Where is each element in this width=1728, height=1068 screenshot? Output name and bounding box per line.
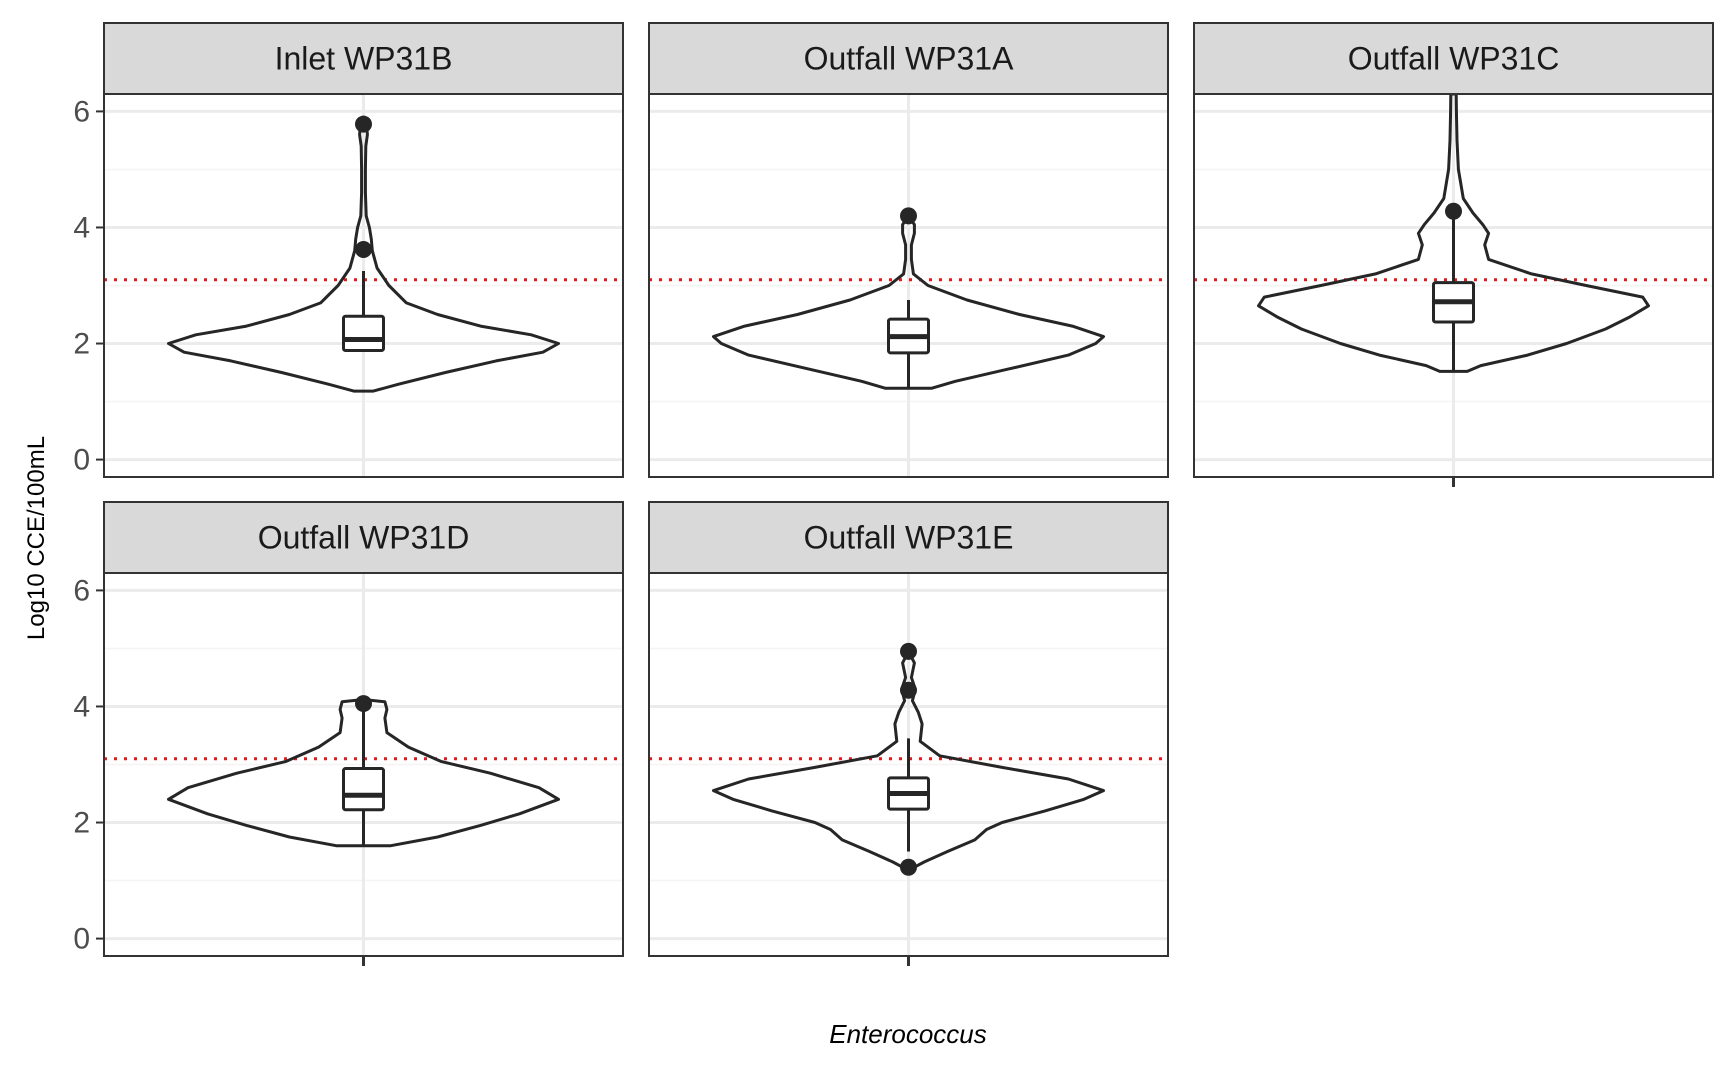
facet-panels: Inlet WP31B 0 2 4 6 Outfall WP31A Outfall WP31… xyxy=(73,22,1714,966)
facet-panel: Outfall WP31C xyxy=(1193,22,1714,487)
y-tick-label: 0 xyxy=(73,444,90,477)
y-tick-label: 0 xyxy=(73,923,90,956)
facet-strip xyxy=(103,22,624,95)
y-tick-label: 6 xyxy=(73,95,90,128)
y-tick-label: 2 xyxy=(73,328,90,361)
facet-panel: Inlet WP31B 0 2 4 6 xyxy=(73,22,624,478)
y-tick-label: 6 xyxy=(73,574,90,607)
facet-strip xyxy=(648,22,1169,95)
facet-label: Inlet WP31B xyxy=(275,41,453,77)
facet-panel: Outfall WP31E xyxy=(648,501,1169,966)
outlier-point xyxy=(1445,202,1462,220)
facet-panel: Outfall WP31A xyxy=(648,22,1169,478)
y-tick-label: 4 xyxy=(73,211,90,244)
iqr-box xyxy=(342,314,385,352)
outlier-point xyxy=(355,695,372,713)
facet-label: Outfall WP31E xyxy=(804,520,1014,556)
outlier-point xyxy=(355,115,372,133)
facet-strip xyxy=(1193,22,1714,95)
facet-label: Outfall WP31D xyxy=(258,520,470,556)
y-tick-label: 2 xyxy=(73,807,90,840)
violin-shape xyxy=(167,698,560,848)
x-axis-title: Enterococcus xyxy=(829,1019,987,1049)
facet-label: Outfall WP31C xyxy=(1348,41,1560,77)
facet-strip xyxy=(648,501,1169,574)
facet-panel: Outfall WP31D 0 2 4 6 xyxy=(73,501,624,966)
outlier-point xyxy=(900,681,917,699)
facet-label: Outfall WP31A xyxy=(804,41,1015,77)
y-axis-title: Log10 CCE/100mL xyxy=(23,436,50,640)
outlier-point xyxy=(355,241,372,259)
outlier-point xyxy=(900,207,917,225)
outlier-point xyxy=(900,858,917,876)
y-tick-label: 4 xyxy=(73,690,90,723)
iqr-box xyxy=(342,767,385,812)
outlier-point xyxy=(900,642,917,660)
facet-strip xyxy=(103,501,624,574)
